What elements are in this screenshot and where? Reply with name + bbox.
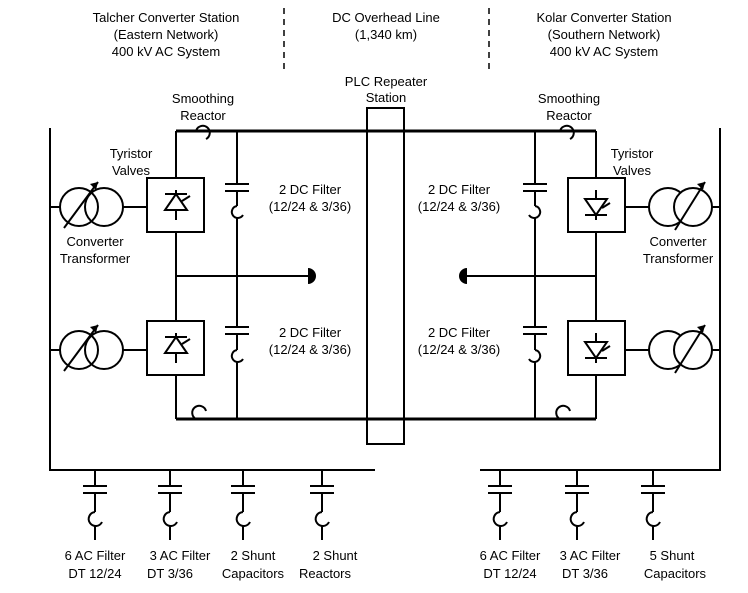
left-ac-bus: [49, 128, 375, 471]
ac-filter-left-4-icon: [310, 470, 334, 540]
plc-repeater-station: [366, 107, 405, 445]
dc-filter-right-bottom-label-2: (12/24 & 3/36): [418, 342, 500, 357]
converter-transformer-left-bottom-icon: [50, 324, 147, 372]
header-center: DC Overhead Line (1,340 km): [332, 10, 440, 42]
ac-filter-left-1-label-2: DT 12/24: [68, 566, 121, 581]
converter-right-label-1: Converter: [649, 234, 707, 249]
tyristor-right-label-1: Tyristor: [611, 146, 654, 161]
smoothing-reactor-left-label-2: Reactor: [180, 108, 226, 123]
header-right: Kolar Converter Station (Southern Networ…: [536, 10, 671, 59]
smoothing-reactor-left-label-1: Smoothing: [172, 91, 234, 106]
ac-filter-left-2-icon: [158, 470, 182, 540]
ac-filter-left-2-label-2: DT 3/36: [147, 566, 193, 581]
smoothing-reactor-right-top-icon: [559, 124, 575, 140]
ac-filter-right-3-label-1: 5 Shunt: [650, 548, 695, 563]
ac-filter-left-4-label-2: Reactors: [299, 566, 352, 581]
smoothing-reactor-right-label-2: Reactor: [546, 108, 592, 123]
ac-filter-left-4-label-1: 2 Shunt: [313, 548, 358, 563]
converter-right-label-2: Transformer: [643, 251, 714, 266]
plc-label-line-1: PLC Repeater: [345, 74, 428, 89]
smoothing-reactor-right-label-1: Smoothing: [538, 91, 600, 106]
converter-transformer-right-top-icon: [625, 181, 720, 231]
header-left-line-2: (Eastern Network): [114, 27, 219, 42]
ac-filter-left-1-icon: [83, 470, 107, 540]
ac-filter-right-1-label-2: DT 12/24: [483, 566, 536, 581]
header-center-line-1: DC Overhead Line: [332, 10, 440, 25]
ac-filter-right-2-label-2: DT 3/36: [562, 566, 608, 581]
thyristor-valve-left-bottom-icon: [146, 320, 205, 376]
smoothing-reactor-left-bottom-icon: [191, 404, 207, 420]
dc-filter-left-top-icon: [225, 131, 249, 276]
tyristor-right-label-2: Valves: [613, 163, 652, 178]
thyristor-valve-left-top-icon: [146, 177, 205, 233]
header-center-line-2: (1,340 km): [355, 27, 417, 42]
thyristor-valve-right-bottom-icon: [567, 320, 626, 376]
dc-filter-right-bottom-icon: [523, 276, 547, 419]
dc-filter-left-top-label-2: (12/24 & 3/36): [269, 199, 351, 214]
ac-filter-right-1-icon: [488, 470, 512, 540]
tyristor-left-label-1: Tyristor: [110, 146, 153, 161]
ac-filter-left-3-label-2: Capacitors: [222, 566, 285, 581]
dc-filter-right-top-label-2: (12/24 & 3/36): [418, 199, 500, 214]
tyristor-left-label-2: Valves: [112, 163, 151, 178]
converter-transformer-right-bottom-icon: [625, 324, 720, 374]
dc-filter-left-top-label-1: 2 DC Filter: [279, 182, 342, 197]
ac-filter-left-2-label-1: 3 AC Filter: [150, 548, 211, 563]
smoothing-reactor-right-bottom-icon: [555, 404, 571, 420]
ac-filter-right-1-label-1: 6 AC Filter: [480, 548, 541, 563]
dc-filter-left-bottom-icon: [225, 276, 249, 419]
smoothing-reactor-left-top-icon: [195, 124, 211, 140]
ac-filter-left-3-label-1: 2 Shunt: [231, 548, 276, 563]
dc-filter-right-bottom-label-1: 2 DC Filter: [428, 325, 491, 340]
ac-filter-right-2-label-1: 3 AC Filter: [560, 548, 621, 563]
ac-filter-right-3-icon: [641, 470, 665, 540]
header-left-line-1: Talcher Converter Station: [93, 10, 240, 25]
dc-filter-left-bottom-label-1: 2 DC Filter: [279, 325, 342, 340]
converter-left-label-2: Transformer: [60, 251, 131, 266]
plc-label-line-2: Station: [366, 90, 406, 105]
header-right-line-3: 400 kV AC System: [550, 44, 658, 59]
converter-transformer-left-top-icon: [50, 181, 147, 229]
dc-filter-right-top-icon: [523, 131, 547, 276]
ac-filter-left-1-label-1: 6 AC Filter: [65, 548, 126, 563]
left-ground-electrode-icon: [308, 268, 316, 284]
thyristor-valve-right-top-icon: [567, 177, 626, 233]
converter-left-label-1: Converter: [66, 234, 124, 249]
header-left-line-3: 400 kV AC System: [112, 44, 220, 59]
ac-filter-left-3-icon: [231, 470, 255, 540]
right-ground-electrode-icon: [459, 268, 467, 284]
right-ac-bus: [480, 128, 721, 471]
header-left: Talcher Converter Station (Eastern Netwo…: [93, 10, 240, 59]
dc-filter-left-bottom-label-2: (12/24 & 3/36): [269, 342, 351, 357]
dc-filter-right-top-label-1: 2 DC Filter: [428, 182, 491, 197]
header-right-line-2: (Southern Network): [548, 27, 661, 42]
header-right-line-1: Kolar Converter Station: [536, 10, 671, 25]
ac-filter-right-3-label-2: Capacitors: [644, 566, 707, 581]
ac-filter-right-2-icon: [565, 470, 589, 540]
